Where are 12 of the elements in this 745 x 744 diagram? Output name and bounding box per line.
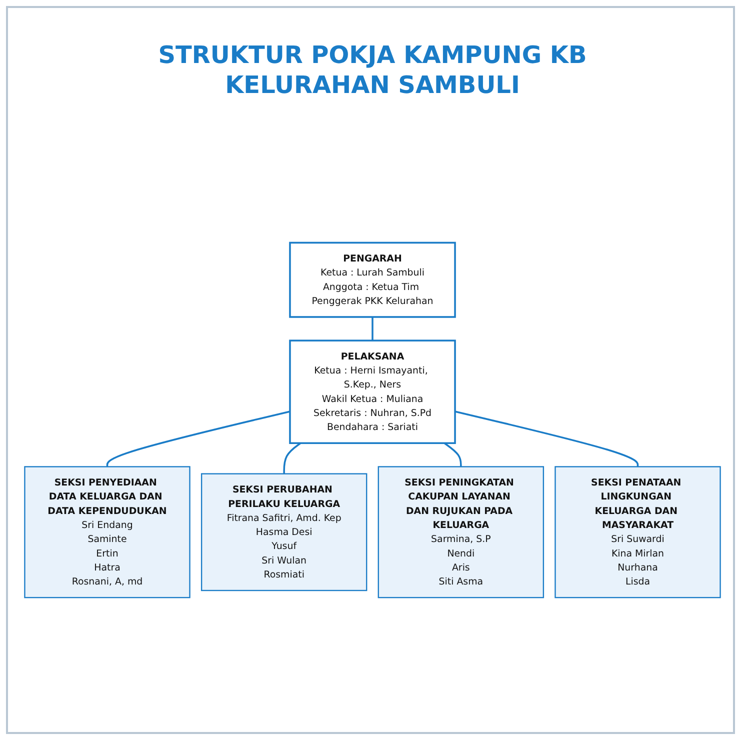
connector: [106, 410, 290, 467]
diagram-title: STRUKTUR POKJA KAMPUNG KB KELURAHAN SAMBULI: [157, 40, 588, 100]
node-box: SEKSI PENYEDIAAN DATA KELUARGA DAN DATA KEPENDUDUKAN Sri Endang Saminte Ertin Hatra Rosnani, A, md: [24, 466, 190, 598]
node-box: SEKSI PENATAAN LINGKUNGAN KELUARGA DAN MASYARAKAT Sri Suwardi Kina Mirlan Nurhana Lisda: [554, 466, 721, 598]
node-box: SEKSI PERUBAHAN PERILAKU KELUARGA Fitrana Safitri, Amd. Kep Hasma Desi Yusuf Sri Wulan Rosmiati: [200, 473, 368, 591]
node-box: PENGARAH Ketua : Lurah Sambuli Anggota : Ketua Tim Penggerak PKK Kelurahan: [289, 242, 456, 318]
connector: [444, 442, 462, 467]
node-box: PELAKSANA Ketua : Herni Ismayanti, S.Kep., Ners Wakil Ketua : Muliana Sekretaris : Nuhran, S.Pd Bendahara : Sariati: [289, 340, 456, 444]
connector: [372, 316, 374, 340]
connector: [283, 442, 302, 474]
connector: [454, 410, 639, 467]
node-box: SEKSI PENINGKATAN CAKUPAN LAYANAN DAN RUJUKAN PADA KELUARGA Sarmina, S.P Nendi Aris Siti Asma: [378, 466, 544, 598]
